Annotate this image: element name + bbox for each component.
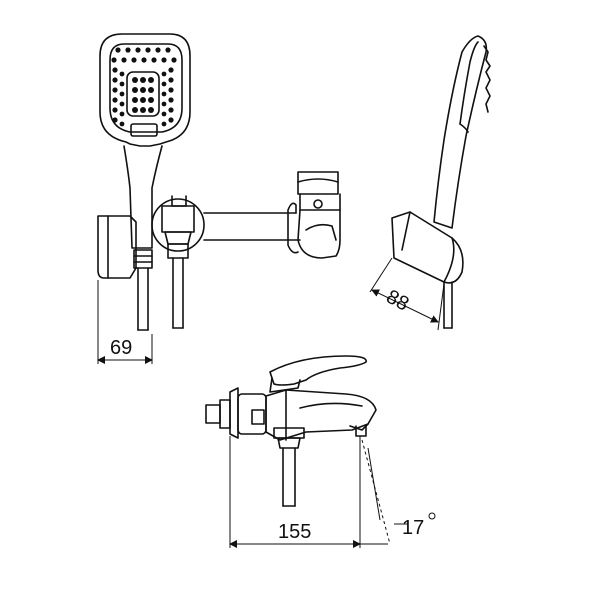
shower-nozzles bbox=[111, 47, 177, 127]
dimension-holder-width: 69 bbox=[97, 280, 153, 364]
nozzle-dot bbox=[161, 71, 167, 77]
nozzle-dot bbox=[112, 97, 118, 103]
nozzle-dot bbox=[148, 107, 154, 113]
nozzle-dot bbox=[161, 81, 167, 87]
nozzle-dot bbox=[145, 47, 151, 53]
nozzle-dot bbox=[111, 57, 117, 63]
nozzle-dot bbox=[125, 47, 131, 53]
nozzle-dot bbox=[148, 87, 154, 93]
spout-reach-label: 155 bbox=[278, 521, 311, 543]
nozzle-dot bbox=[141, 57, 147, 63]
holder-width-label: 69 bbox=[110, 337, 132, 359]
nozzle-dot bbox=[168, 67, 174, 73]
nozzle-dot bbox=[132, 97, 138, 103]
nozzle-dot bbox=[161, 101, 167, 107]
nozzle-dot bbox=[112, 67, 118, 73]
nozzle-dot bbox=[148, 77, 154, 83]
nozzle-dot bbox=[171, 57, 177, 63]
nozzle-dot bbox=[148, 97, 154, 103]
dimension-holder-depth: 88 bbox=[369, 257, 445, 331]
mixer-front-view bbox=[151, 171, 341, 329]
nozzle-dot bbox=[132, 107, 138, 113]
nozzle-dot bbox=[131, 57, 137, 63]
dimension-spout-reach: 155 bbox=[229, 436, 388, 548]
nozzle-dot bbox=[140, 77, 146, 83]
hand-shower-side-view bbox=[391, 35, 491, 329]
nozzle-dot bbox=[132, 87, 138, 93]
degree-symbol bbox=[428, 512, 436, 520]
mixer-side-view bbox=[205, 355, 377, 507]
nozzle-dot bbox=[140, 107, 146, 113]
nozzle-dot bbox=[151, 57, 157, 63]
nozzle-dot bbox=[119, 121, 125, 127]
nozzle-dot bbox=[112, 87, 118, 93]
nozzle-dot bbox=[140, 87, 146, 93]
nozzle-dot bbox=[119, 111, 125, 117]
nozzle-dot bbox=[119, 91, 125, 97]
nozzle-dot bbox=[119, 101, 125, 107]
nozzle-dot bbox=[168, 77, 174, 83]
nozzle-dot bbox=[119, 71, 125, 77]
nozzle-dot bbox=[168, 117, 174, 123]
hand-shower-front-view bbox=[97, 33, 191, 331]
nozzle-dot bbox=[121, 57, 127, 63]
nozzle-dot bbox=[165, 47, 171, 53]
nozzle-dot bbox=[140, 97, 146, 103]
nozzle-dot bbox=[168, 97, 174, 103]
nozzle-dot bbox=[119, 81, 125, 87]
dimension-spout-angle: 17 bbox=[361, 439, 436, 545]
nozzle-dot bbox=[161, 121, 167, 127]
nozzle-dot bbox=[115, 47, 121, 53]
nozzle-dot bbox=[161, 111, 167, 117]
nozzle-dot bbox=[135, 47, 141, 53]
nozzle-dot bbox=[155, 47, 161, 53]
spout-angle-label: 17 bbox=[402, 517, 424, 539]
holder-depth-label: 88 bbox=[382, 286, 412, 316]
nozzle-dot bbox=[112, 77, 118, 83]
nozzle-dot bbox=[161, 57, 167, 63]
nozzle-dot bbox=[112, 117, 118, 123]
nozzle-dot bbox=[132, 77, 138, 83]
nozzle-dot bbox=[112, 107, 118, 113]
nozzle-dot bbox=[168, 107, 174, 113]
nozzle-dot bbox=[161, 91, 167, 97]
nozzle-dot bbox=[168, 87, 174, 93]
